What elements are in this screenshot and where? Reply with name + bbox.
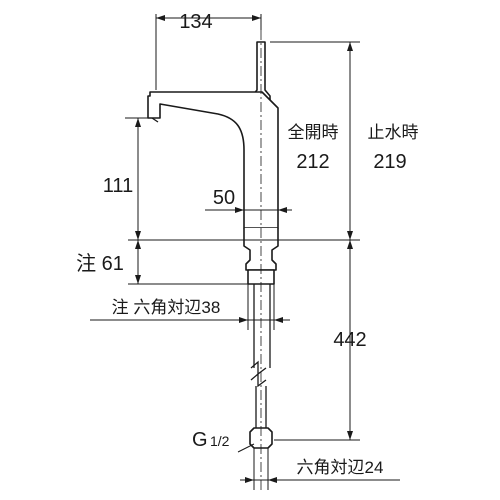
label-thread-g: G — [192, 429, 208, 451]
value-full-open: 212 — [296, 151, 329, 173]
dim-spout-height: 111 — [103, 117, 150, 240]
label-note-61: 注 61 — [76, 252, 124, 275]
label-thread-size: 1/2 — [210, 433, 230, 449]
dim-spout-reach: 134 — [155, 11, 262, 90]
faucet-outline — [147, 30, 279, 490]
label-stop: 止水時 — [368, 123, 419, 142]
label-111: 111 — [103, 175, 133, 197]
label-note-hex38: 注 六角対辺38 — [112, 298, 221, 317]
label-hex24: 六角対辺24 — [297, 458, 384, 477]
label-134: 134 — [179, 11, 212, 33]
value-stop: 219 — [373, 151, 406, 173]
dim-hex24: 六角対辺24 — [240, 448, 400, 490]
dim-note-61: 注 61 — [76, 240, 248, 285]
label-50: 50 — [213, 187, 235, 209]
dim-total-height: 全開時 212 止水時 219 — [270, 41, 419, 240]
dim-note-hex38: 注 六角対辺38 — [90, 284, 290, 330]
dim-body-width: 50 — [205, 187, 292, 220]
thread-spec: G 1/2 — [192, 429, 255, 453]
label-442: 442 — [333, 329, 366, 351]
label-full-open: 全開時 — [288, 123, 339, 142]
dim-shank-length: 442 — [274, 240, 367, 441]
